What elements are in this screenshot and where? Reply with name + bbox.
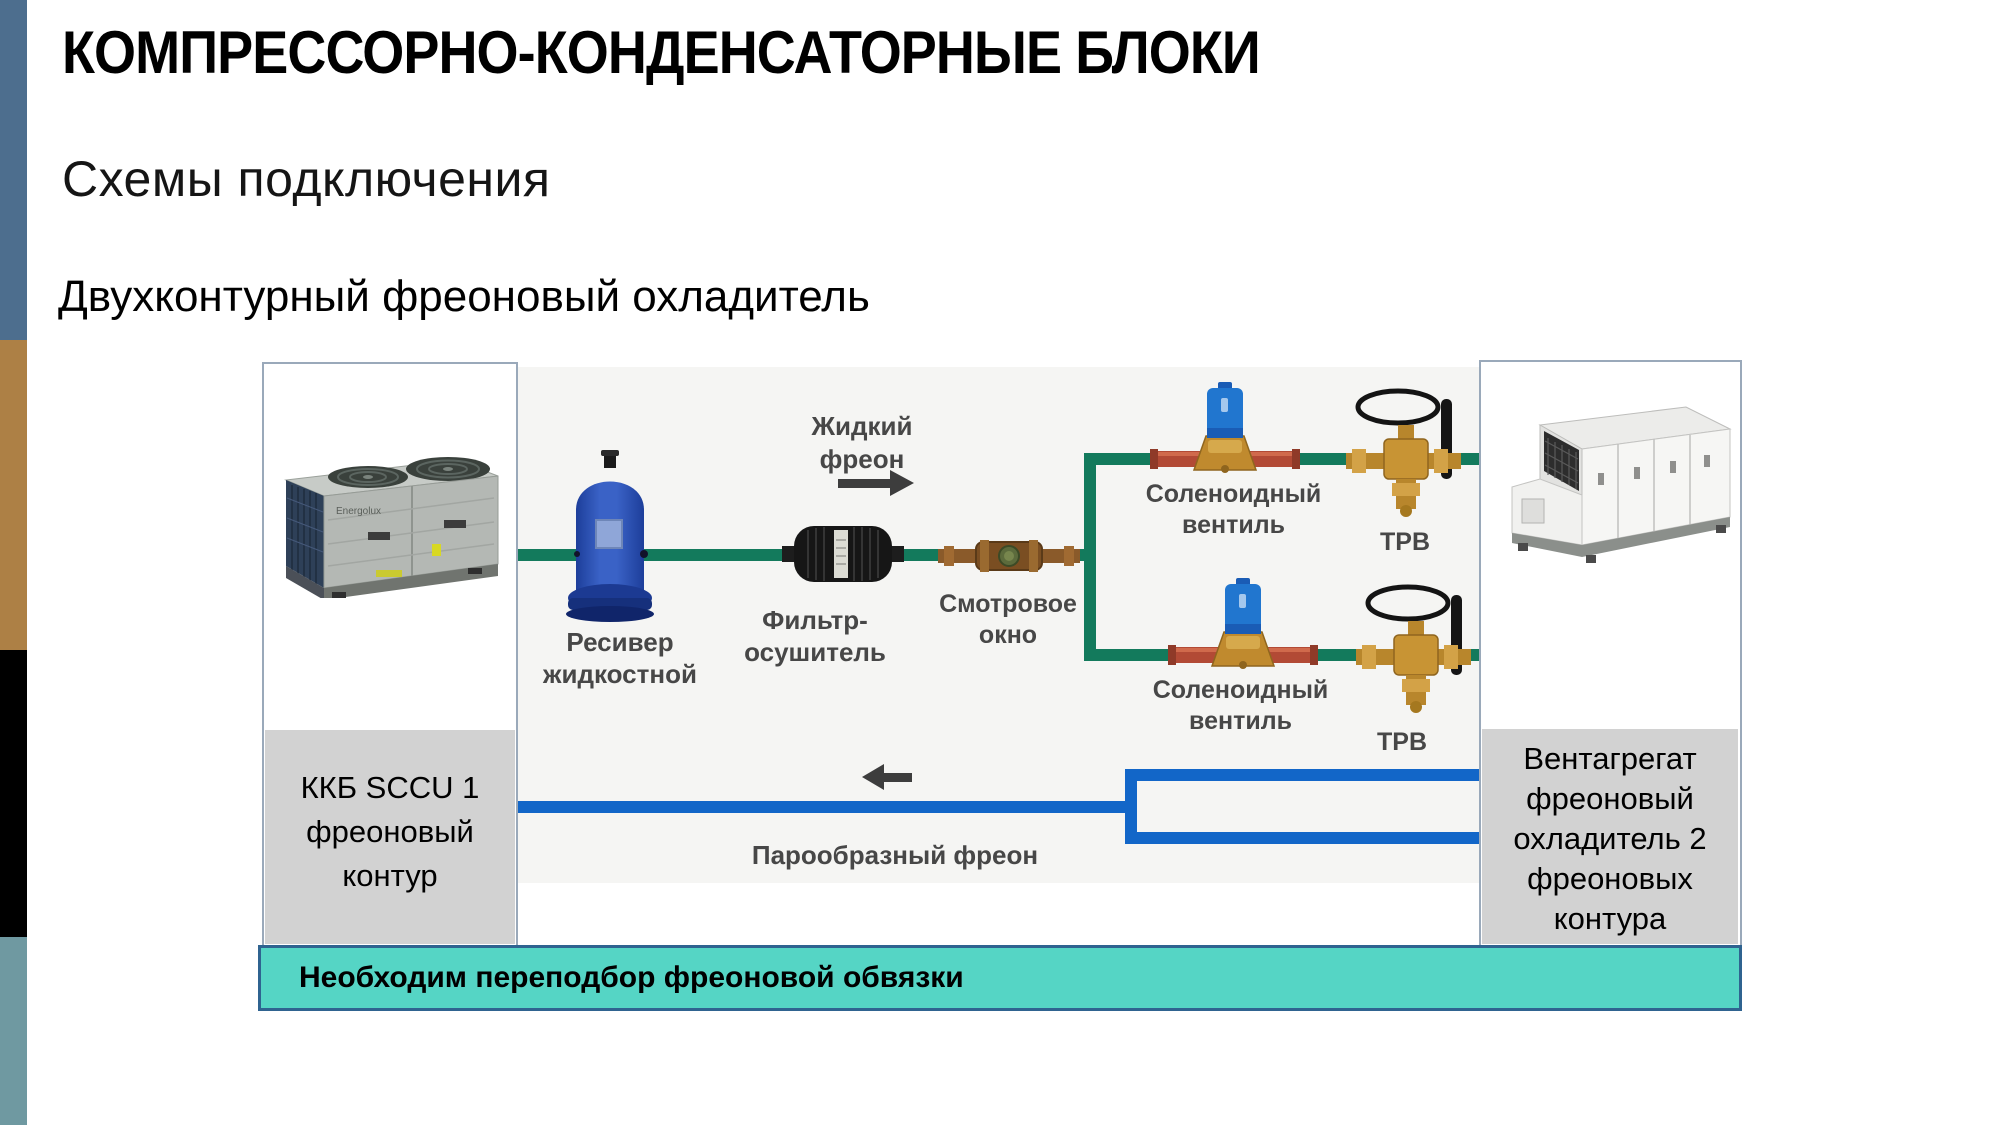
accent-bar-teal xyxy=(0,937,27,1125)
liquid-receiver-icon xyxy=(566,450,654,622)
right-unit-label-line3: охладитель xyxy=(1513,821,1681,856)
accent-bar-tan xyxy=(0,340,27,650)
filter-drier-label: Фильтр- осушитель xyxy=(725,604,905,668)
right-unit-label-line2: фреоновый xyxy=(1526,781,1694,816)
right-unit-label-line1: Вентагрегат xyxy=(1523,741,1697,776)
txv-top-icon xyxy=(1346,388,1461,517)
brand-text: Energolux xyxy=(336,506,381,517)
slide-subtitle: Схемы подключения xyxy=(62,151,551,207)
left-unit-label-line3: контур xyxy=(342,858,438,893)
receiver-label-line2: жидкостной xyxy=(543,659,697,689)
filter-drier-icon xyxy=(782,526,904,582)
solenoid-top-line1: Соленоидный xyxy=(1145,480,1322,508)
txv-top-label: ТРВ xyxy=(1380,528,1430,556)
fan-grille-icon xyxy=(328,457,490,488)
condensing-unit-image: Energolux xyxy=(284,457,499,598)
txv-bottom-icon xyxy=(1356,584,1471,713)
left-unit-label-line1: ККБ SCCU xyxy=(300,770,454,805)
receiver-label-line1: Ресивер xyxy=(566,627,674,657)
solenoid-valve-top-icon xyxy=(1150,382,1300,473)
note-banner: Необходим переподбор фреоновой обвязки xyxy=(258,945,1742,1011)
liquid-pipe-branch-vertical xyxy=(1084,453,1096,661)
sight-glass-icon xyxy=(938,540,1080,572)
sight-glass-label-line1: Смотровое xyxy=(939,590,1077,618)
sight-glass-label: Смотровое окно xyxy=(918,589,1098,651)
accent-bar-blue xyxy=(0,0,27,340)
accent-bar-black xyxy=(0,650,27,937)
solenoid-top-line2: вентиль xyxy=(1182,511,1285,539)
liquid-freon-line1: Жидкий xyxy=(811,411,913,441)
vapor-pipe-top-branch xyxy=(1131,769,1480,781)
right-unit-label-line5: контура xyxy=(1553,901,1667,936)
slide-title: КОМПРЕССОРНО-КОНДЕНСАТОРНЫЕ БЛОКИ xyxy=(62,19,1261,86)
solenoid-bottom-line2: вентиль xyxy=(1189,707,1292,735)
right-unit-label-line4: 2 фреоновых xyxy=(1527,821,1707,896)
filter-drier-label-line1: Фильтр- xyxy=(762,605,868,635)
note-banner-text: Необходим переподбор фреоновой обвязки xyxy=(299,961,964,994)
liquid-freon-label: Жидкий фреон xyxy=(787,410,937,476)
air-handling-unit-image xyxy=(1511,406,1732,563)
solenoid-bottom-line1: Соленоидный xyxy=(1152,676,1329,704)
liquid-freon-line2: фреон xyxy=(819,444,905,474)
txv-bottom-label: ТРВ xyxy=(1377,728,1427,756)
left-unit-label: ККБ SCCU 1 фреоновый контур xyxy=(265,730,515,944)
vapor-pipe-branch-vertical xyxy=(1125,769,1137,844)
vapor-pipe-main xyxy=(517,801,1131,813)
solenoid-valve-top-label: Соленоидный вентиль xyxy=(1141,479,1326,541)
vapor-pipe-bottom-branch xyxy=(1131,832,1480,844)
receiver-label: Ресивер жидкостной xyxy=(525,626,715,690)
solenoid-valve-bottom-icon xyxy=(1168,578,1318,669)
vapor-freon-label: Парообразный фреон xyxy=(751,840,1039,870)
solenoid-valve-bottom-label: Соленоидный вентиль xyxy=(1148,675,1333,737)
left-unit-label-line2: 1 фреоновый xyxy=(306,770,480,849)
sight-glass-label-line2: окно xyxy=(978,621,1038,649)
section-heading: Двухконтурный фреоновый охладитель xyxy=(58,272,870,321)
right-unit-label: Вентагрегат фреоновый охладитель 2 фреон… xyxy=(1482,729,1738,944)
filter-drier-label-line2: осушитель xyxy=(744,637,886,667)
